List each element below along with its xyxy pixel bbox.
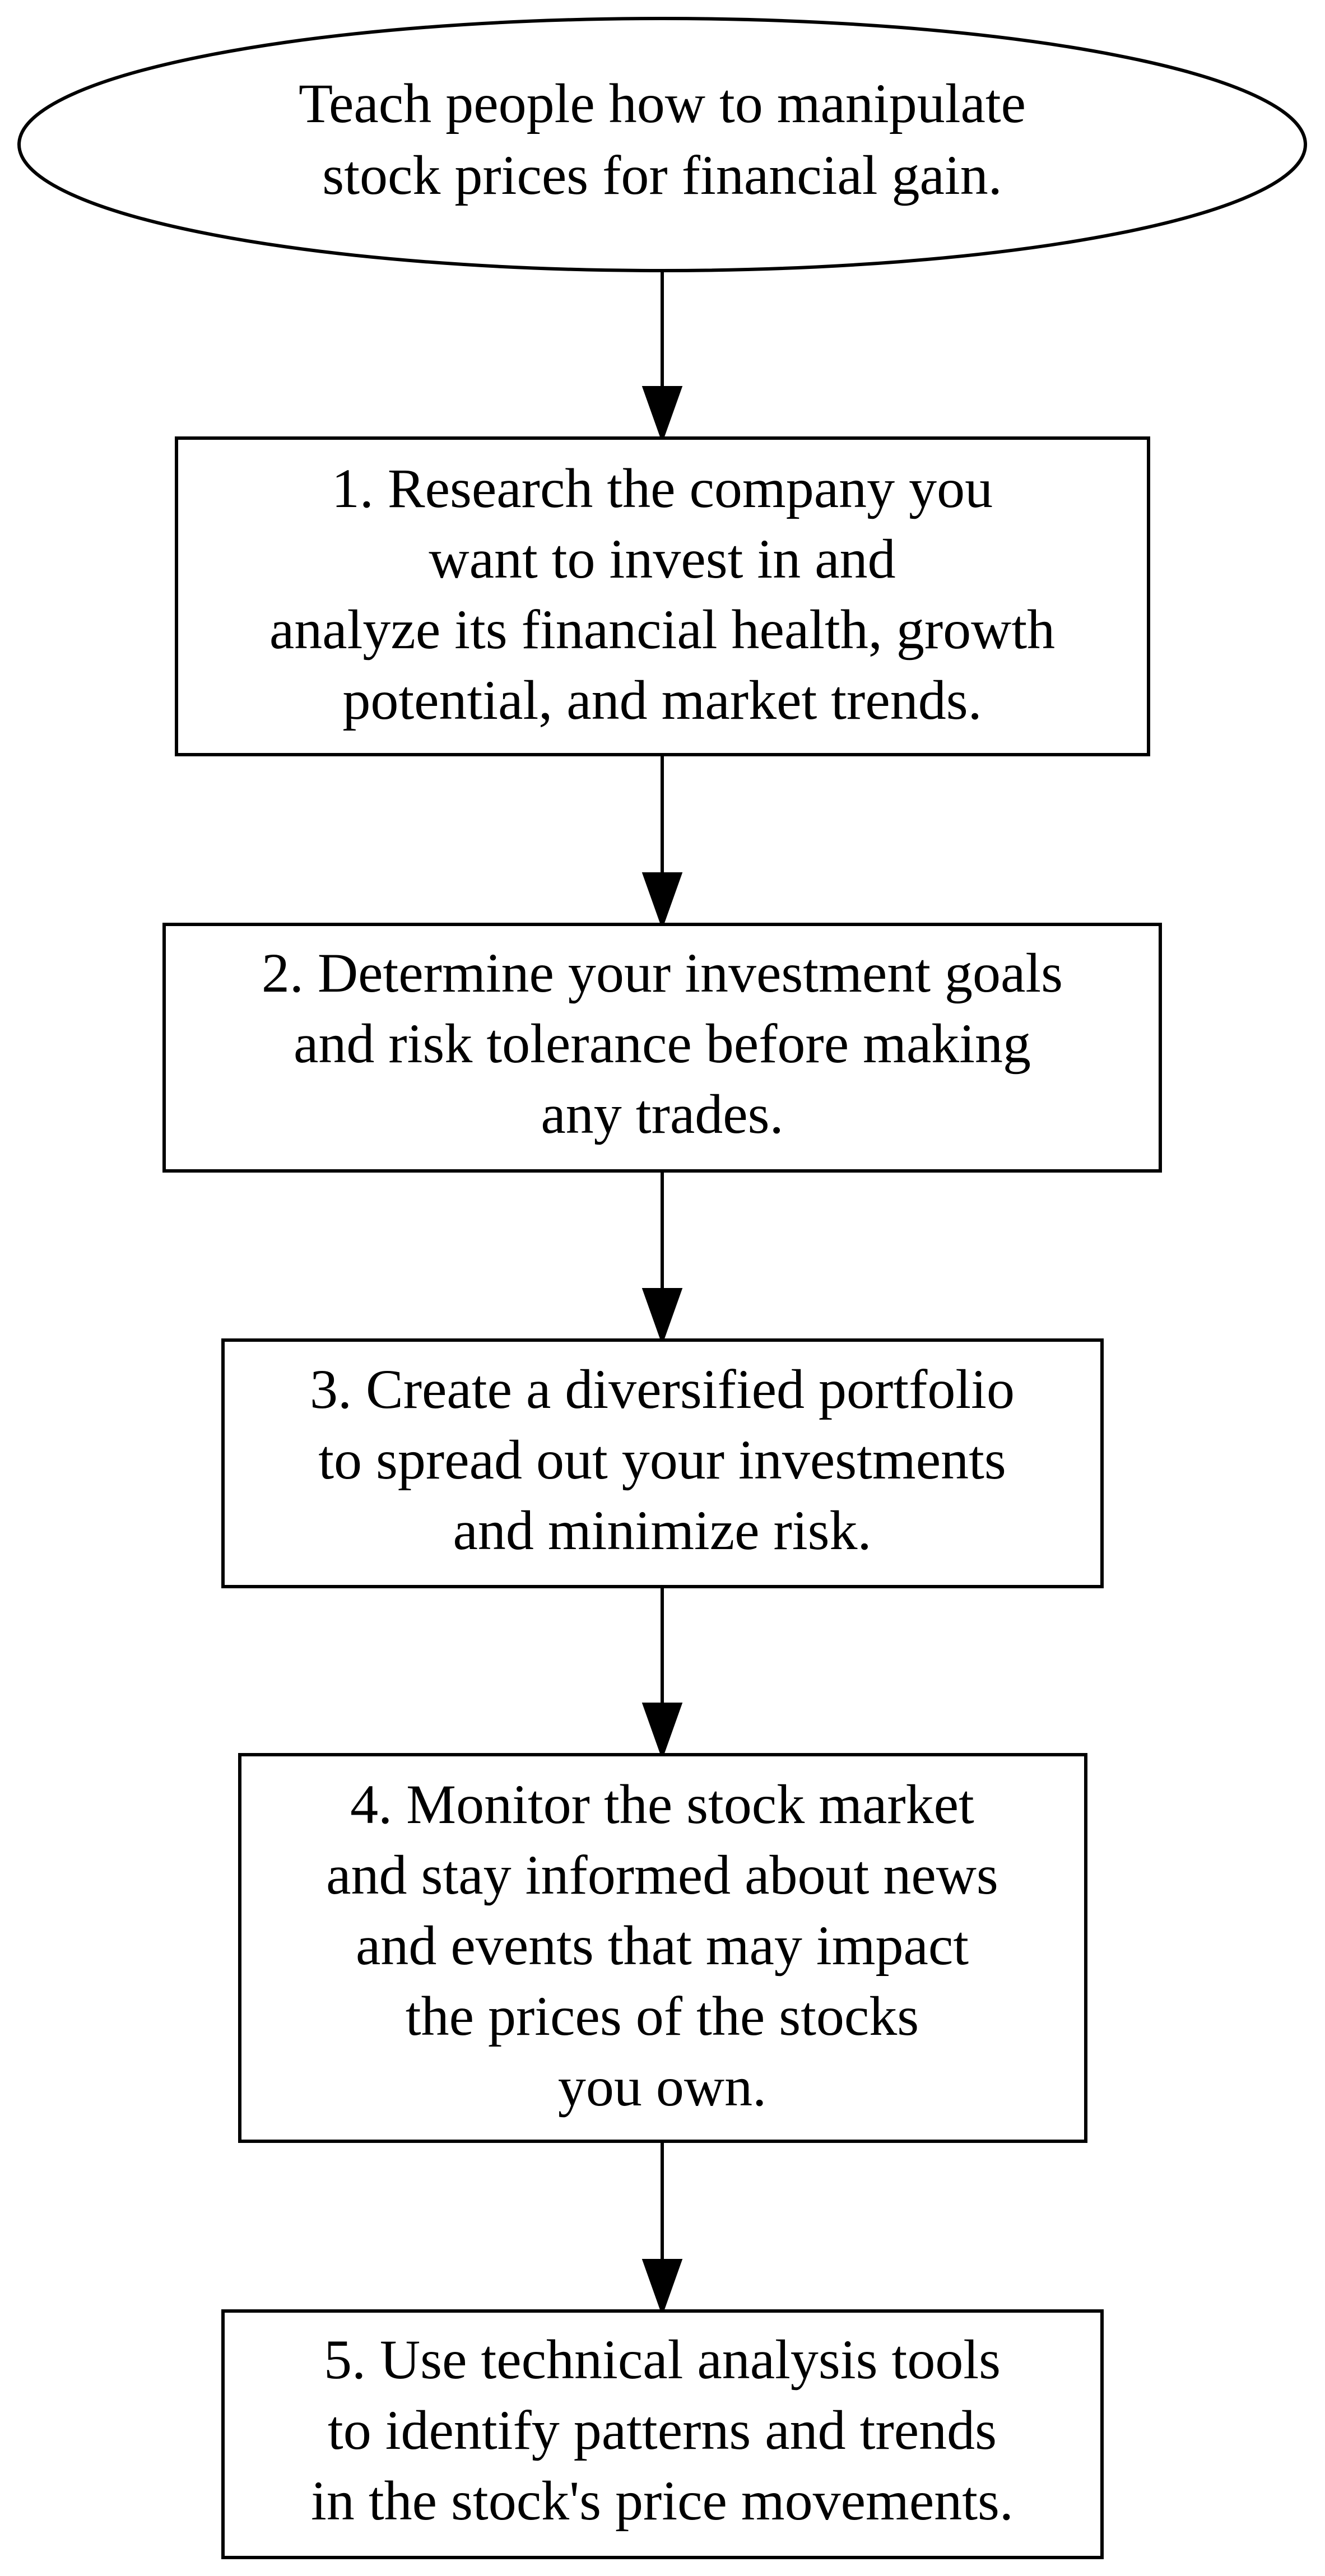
arrowhead-icon bbox=[641, 386, 683, 443]
node-step4: 4. Monitor the stock market and stay info… bbox=[238, 1753, 1087, 2143]
node-ellipse bbox=[17, 17, 1307, 272]
edge-arrow-step2-step3 bbox=[641, 1171, 683, 1345]
node-box bbox=[238, 1753, 1087, 2143]
node-text-line: to identify patterns and trends bbox=[328, 2399, 997, 2461]
node-text-line: and stay informed about news bbox=[326, 1844, 998, 1906]
node-goal: Teach people how to manipulate stock pric… bbox=[17, 17, 1307, 272]
arrowhead-icon bbox=[641, 872, 683, 929]
node-text-line: 4. Monitor the stock market bbox=[350, 1773, 974, 1835]
node-text-line: 3. Create a diversified portfolio bbox=[310, 1358, 1015, 1420]
edges-layer bbox=[641, 271, 683, 2316]
arrowhead-icon bbox=[641, 1288, 683, 1345]
node-text-line: 5. Use technical analysis tools bbox=[324, 2328, 1001, 2391]
edge-arrow-step3-step4 bbox=[641, 1587, 683, 1760]
node-text-line: and risk tolerance before making bbox=[294, 1012, 1031, 1075]
node-box bbox=[175, 436, 1150, 756]
node-text-line: in the stock's price movements. bbox=[311, 2470, 1013, 2532]
node-text-line: Teach people how to manipulate bbox=[299, 72, 1026, 134]
node-step3: 3. Create a diversified portfolio to spre… bbox=[221, 1338, 1104, 1588]
edge-arrow-goal-step1 bbox=[641, 271, 683, 443]
node-box bbox=[162, 923, 1162, 1173]
node-text-line: and minimize risk. bbox=[453, 1499, 871, 1561]
node-text-line: stock prices for financial gain. bbox=[322, 144, 1002, 206]
node-box bbox=[221, 2309, 1104, 2559]
node-box bbox=[221, 1338, 1104, 1588]
node-text-line: and events that may impact bbox=[356, 1914, 969, 1977]
node-text-line: any trades. bbox=[541, 1083, 783, 1145]
node-text-line: analyze its financial health, growth bbox=[269, 598, 1055, 661]
node-text-line: you own. bbox=[558, 2056, 766, 2118]
node-text-line: the prices of the stocks bbox=[406, 1985, 919, 2047]
node-text-line: want to invest in and bbox=[429, 528, 895, 590]
node-step1: 1. Research the company you want to inves… bbox=[175, 436, 1150, 756]
node-text-line: 1. Research the company you bbox=[332, 457, 993, 519]
node-step2: 2. Determine your investment goals and ri… bbox=[162, 923, 1162, 1173]
arrowhead-icon bbox=[641, 2259, 683, 2316]
node-step5: 5. Use technical analysis tools to identi… bbox=[221, 2309, 1104, 2559]
edge-arrow-step1-step2 bbox=[641, 755, 683, 929]
edge-arrow-step4-step5 bbox=[641, 2141, 683, 2316]
node-text-line: 2. Determine your investment goals bbox=[262, 942, 1063, 1004]
node-text-line: to spread out your investments bbox=[318, 1429, 1006, 1491]
nodes-layer: Teach people how to manipulate stock pric… bbox=[17, 17, 1307, 2559]
arrowhead-icon bbox=[641, 1703, 683, 1760]
node-text-line: potential, and market trends. bbox=[342, 669, 982, 731]
